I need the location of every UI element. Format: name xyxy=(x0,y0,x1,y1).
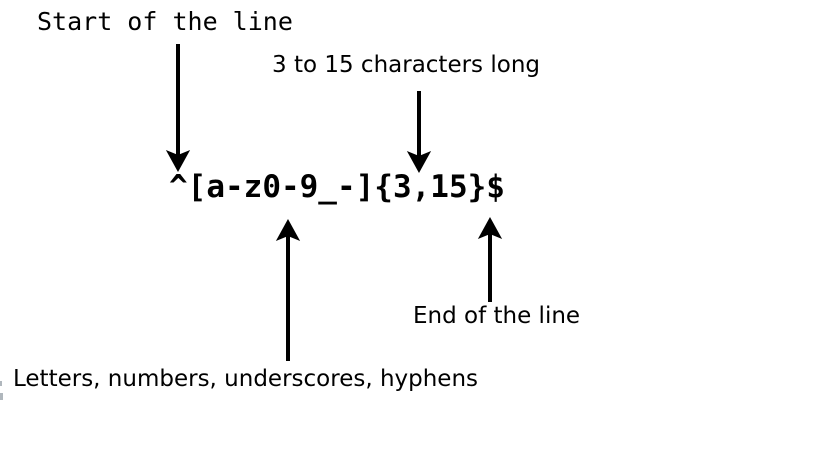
regex-pattern-text: ^[a-z0-9_-]{3,15}$ xyxy=(169,169,505,205)
character-class-label: Letters, numbers, underscores, hyphens xyxy=(13,366,479,392)
length-quantifier-label: 3 to 15 characters long xyxy=(272,52,540,78)
end-of-line-label: End of the line xyxy=(413,303,581,329)
edge-artifact xyxy=(0,381,3,400)
start-of-line-label: Start of the line xyxy=(37,7,293,36)
arrow-down-length-icon xyxy=(406,91,432,174)
arrow-up-end-icon xyxy=(477,216,503,302)
arrow-up-charclass-icon xyxy=(275,218,301,361)
arrow-down-start-icon xyxy=(165,44,191,173)
